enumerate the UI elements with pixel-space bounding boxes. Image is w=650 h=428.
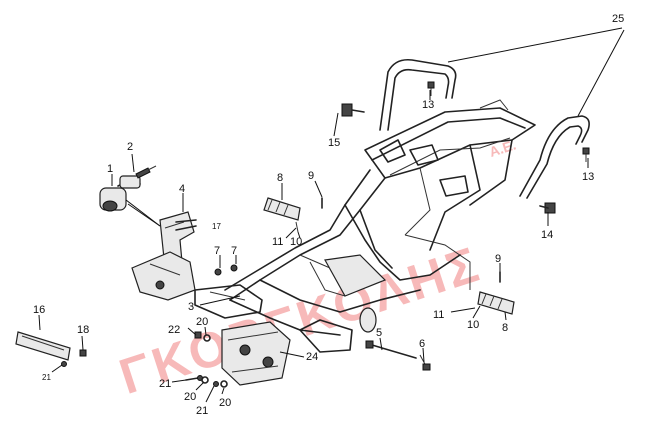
callout-15: 15 — [328, 137, 340, 149]
leader-lines — [38, 27, 625, 403]
callout-9-left: 9 — [308, 170, 314, 182]
side-cover-16 — [15, 331, 71, 361]
callout-14: 14 — [541, 229, 553, 241]
callout-3: 3 — [188, 301, 194, 313]
callout-13-lower: 13 — [582, 171, 594, 183]
screw-21-left — [61, 361, 67, 367]
callout-10-left: 10 — [290, 236, 302, 248]
callout-24: 24 — [306, 351, 318, 363]
callout-7-right: 7 — [231, 245, 237, 257]
callout-8-right: 8 — [502, 322, 508, 334]
long-bolt-5 — [365, 340, 417, 359]
callout-4: 4 — [179, 183, 185, 195]
callout-1: 1 — [107, 163, 113, 175]
callout-10-right: 10 — [467, 319, 479, 331]
bolt-13-upper — [427, 81, 435, 96]
callout-labels: 1 2 4 17 3 7 7 8 9 11 10 11 10 8 9 5 6 1… — [33, 13, 624, 417]
callout-16: 16 — [33, 304, 45, 316]
bolt-14 — [539, 202, 556, 214]
front-bracket — [131, 251, 196, 301]
bolt-22 — [194, 331, 202, 339]
bolt-7-left — [214, 268, 222, 276]
callout-18: 18 — [77, 324, 89, 336]
washer-20-lower — [201, 376, 209, 384]
screw-18 — [79, 349, 87, 357]
callout-6: 6 — [419, 338, 425, 350]
callout-20-bottom: 20 — [219, 397, 231, 409]
grab-rail-right — [519, 115, 590, 199]
grab-rail-left — [379, 58, 457, 131]
washer-20-upper — [203, 334, 211, 342]
callout-21-bottom: 21 — [196, 405, 208, 417]
callout-2: 2 — [127, 141, 133, 153]
footrest-left — [263, 197, 301, 221]
main-frame — [194, 99, 536, 353]
callout-11-right: 11 — [433, 309, 444, 321]
callout-7-left: 7 — [214, 245, 220, 257]
washer-20-bottom — [220, 380, 228, 388]
nut-6 — [419, 354, 431, 371]
callout-20-upper: 20 — [196, 316, 208, 328]
ignition-key — [135, 165, 157, 179]
engine-mount-bracket — [221, 321, 291, 386]
footrest-right — [477, 291, 515, 315]
bolt-7-right — [230, 264, 238, 272]
callout-21-lower: 21 — [159, 378, 171, 390]
callout-21-left: 21 — [42, 373, 51, 382]
callout-8-left: 8 — [277, 172, 283, 184]
callout-22: 22 — [168, 324, 180, 336]
bolt-15 — [341, 103, 365, 117]
callout-17: 17 — [212, 222, 221, 231]
ignition-switch — [99, 175, 141, 212]
callout-20-lower: 20 — [184, 391, 196, 403]
callout-5: 5 — [376, 327, 382, 339]
callout-11-left: 11 — [272, 236, 283, 248]
callout-25: 25 — [612, 13, 624, 25]
bolt-13-lower — [582, 147, 590, 162]
pin-10-left — [295, 221, 299, 233]
screw-21-bottom — [213, 381, 219, 387]
callout-13-upper: 13 — [422, 99, 434, 111]
callout-9-right: 9 — [495, 253, 501, 265]
